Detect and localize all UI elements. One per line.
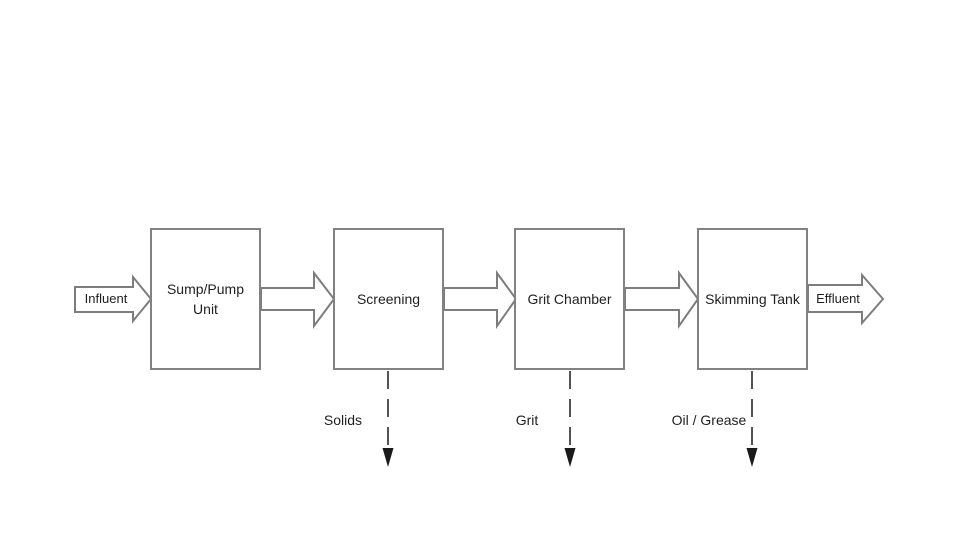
flow-arrow-1 [260, 270, 336, 330]
oil-grease-label: Oil / Grease [671, 412, 747, 428]
influent-arrow [74, 274, 153, 324]
oil-grease-discharge-arrow [746, 371, 758, 467]
process-box-screening: Screening [333, 228, 444, 370]
process-box-label: Screening [356, 290, 421, 307]
flow-arrow-2 [443, 269, 518, 330]
influent-label: Influent [84, 291, 128, 306]
effluent-arrow [807, 272, 885, 326]
process-box-sump-pump-unit: Sump/Pump Unit [150, 228, 261, 370]
flow-arrow-3 [624, 269, 700, 330]
effluent-label: Effluent [816, 291, 860, 306]
process-box-label: Skimming Tank [705, 290, 800, 307]
solids-discharge-arrow [382, 371, 394, 467]
solids-label: Solids [323, 412, 363, 428]
process-box-label: Sump/Pump Unit [166, 280, 245, 317]
grit-label: Grit [515, 412, 539, 428]
grit-discharge-arrow [564, 371, 576, 467]
process-box-grit-chamber: Grit Chamber [514, 228, 625, 370]
process-box-label: Grit Chamber [527, 290, 612, 307]
process-box-skimming-tank: Skimming Tank [697, 228, 808, 370]
